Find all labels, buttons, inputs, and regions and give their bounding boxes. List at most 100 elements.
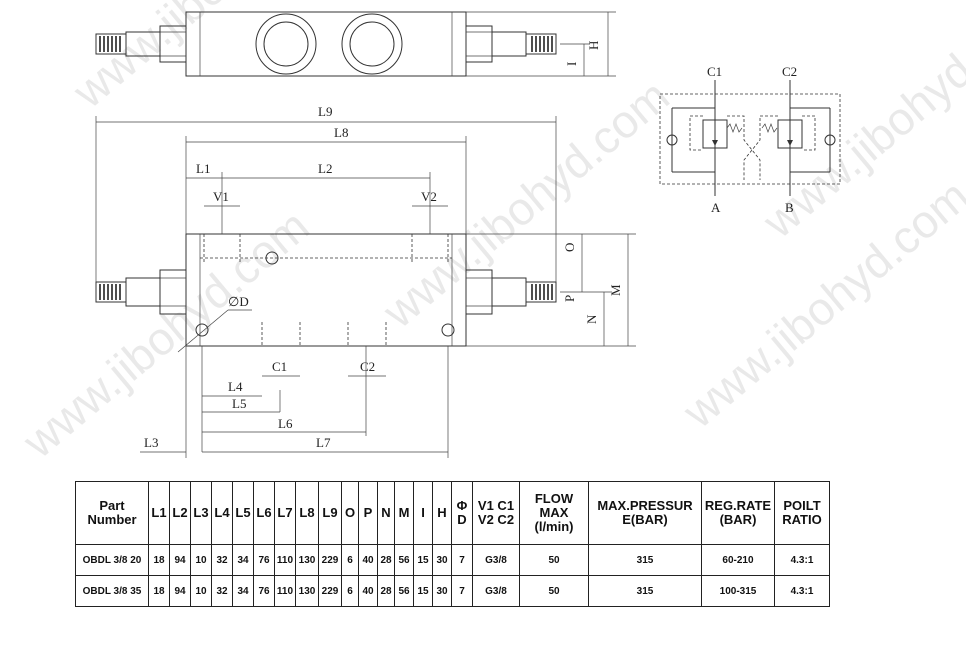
- top-body: [185, 11, 467, 77]
- table-cell: 7: [451, 544, 473, 576]
- table-cell: G3/8: [472, 544, 520, 576]
- table-cell: 315: [588, 544, 702, 576]
- table-cell: 60-210: [701, 544, 775, 576]
- table-cell: 110: [274, 575, 296, 607]
- table-cell: 76: [253, 544, 275, 576]
- table-cell: G3/8: [472, 575, 520, 607]
- table-header-cell: L4: [211, 481, 233, 545]
- dim-L9-label: L9: [318, 104, 332, 119]
- schematic-c1-label: C1: [707, 64, 722, 79]
- table-cell: 30: [432, 544, 452, 576]
- table-cell: 94: [169, 544, 191, 576]
- table-header-cell: Φ D: [451, 481, 473, 545]
- dim-L4-label: L4: [228, 379, 243, 394]
- watermark-text: www.jibohyd.com: [62, 0, 368, 118]
- dim-L1-label: L1: [196, 161, 210, 176]
- table-header-cell: MAX.PRESSUR E(BAR): [588, 481, 702, 545]
- table-cell: 15: [413, 544, 433, 576]
- schematic-a-label: A: [711, 200, 721, 215]
- table-cell: 6: [341, 544, 359, 576]
- dim-V2-label: V2: [421, 189, 437, 204]
- table-cell: 28: [377, 575, 395, 607]
- table-header-cell: O: [341, 481, 359, 545]
- dim-L6-label: L6: [278, 416, 293, 431]
- technical-drawing: www.jibohyd.com www.jibohyd.com www.jibo…: [12, 0, 966, 468]
- table-cell: 34: [232, 544, 254, 576]
- table-cell: 50: [519, 575, 589, 607]
- front-view: L9 L8 L1 L2 V1 V2 O P N M ∅D C1: [95, 104, 636, 458]
- dim-C1-label: C1: [272, 359, 287, 374]
- dim-M-label: M: [608, 284, 623, 296]
- table-cell: OBDL 3/8 20: [75, 544, 149, 576]
- table-cell: 18: [148, 544, 170, 576]
- table-header-cell: N: [377, 481, 395, 545]
- table-cell: 4.3:1: [774, 544, 830, 576]
- table-cell: 315: [588, 575, 702, 607]
- dim-V1-label: V1: [213, 189, 229, 204]
- table-cell: 40: [358, 544, 378, 576]
- table-header-cell: FLOW MAX (l/min): [519, 481, 589, 545]
- table-cell: 30: [432, 575, 452, 607]
- table-cell: 18: [148, 575, 170, 607]
- table-header-cell: M: [394, 481, 414, 545]
- table-cell: 6: [341, 575, 359, 607]
- table-cell: 56: [394, 544, 414, 576]
- dim-L2-label: L2: [318, 161, 332, 176]
- dim-phiD-label: ∅D: [228, 294, 249, 309]
- table-cell: 4.3:1: [774, 575, 830, 607]
- table-cell: 110: [274, 544, 296, 576]
- dim-I-label: I: [564, 62, 579, 66]
- dim-O-label: O: [562, 243, 577, 252]
- table-header-cell: POILT RATIO: [774, 481, 830, 545]
- table-cell: 40: [358, 575, 378, 607]
- table-cell: 34: [232, 575, 254, 607]
- watermark-text: www.jibohyd.com: [372, 69, 678, 338]
- dim-C2-label: C2: [360, 359, 375, 374]
- table-header-cell: V1 C1 V2 C2: [472, 481, 520, 545]
- table-header-cell: L3: [190, 481, 212, 545]
- table-header-cell: REG.RATE (BAR): [701, 481, 775, 545]
- dim-N-label: N: [584, 314, 599, 324]
- top-view: H I: [95, 11, 616, 77]
- table-cell: 28: [377, 544, 395, 576]
- dim-L3-label: L3: [144, 435, 158, 450]
- table-header-cell: Part Number: [75, 481, 149, 545]
- dim-L5-label: L5: [232, 396, 246, 411]
- table-cell: 50: [519, 544, 589, 576]
- table-cell: 76: [253, 575, 275, 607]
- table-cell: 32: [211, 575, 233, 607]
- table-header-cell: H: [432, 481, 452, 545]
- table-header-cell: L9: [318, 481, 342, 545]
- table-cell: 130: [295, 575, 319, 607]
- hydraulic-schematic: C1 C2 A B: [659, 64, 841, 215]
- table-cell: 94: [169, 575, 191, 607]
- table-header-cell: L1: [148, 481, 170, 545]
- table-cell: 130: [295, 544, 319, 576]
- table-cell: 229: [318, 575, 342, 607]
- table-cell: 100-315: [701, 575, 775, 607]
- table-cell: 10: [190, 575, 212, 607]
- table-cell: 56: [394, 575, 414, 607]
- table-header-cell: I: [413, 481, 433, 545]
- dim-H-label: H: [586, 41, 601, 50]
- table-header-cell: L6: [253, 481, 275, 545]
- schematic-c2-label: C2: [782, 64, 797, 79]
- table-cell: OBDL 3/8 35: [75, 575, 149, 607]
- table-header-cell: L5: [232, 481, 254, 545]
- schematic-b-label: B: [785, 200, 794, 215]
- dim-L7-label: L7: [316, 435, 331, 450]
- table-cell: 7: [451, 575, 473, 607]
- watermark-text: www.jibohyd.com: [12, 199, 318, 468]
- table-header-cell: L8: [295, 481, 319, 545]
- dim-L8-label: L8: [334, 125, 348, 140]
- dim-P-label: P: [562, 295, 577, 302]
- table-cell: 10: [190, 544, 212, 576]
- table-cell: 229: [318, 544, 342, 576]
- table-header-cell: L7: [274, 481, 296, 545]
- table-cell: 32: [211, 544, 233, 576]
